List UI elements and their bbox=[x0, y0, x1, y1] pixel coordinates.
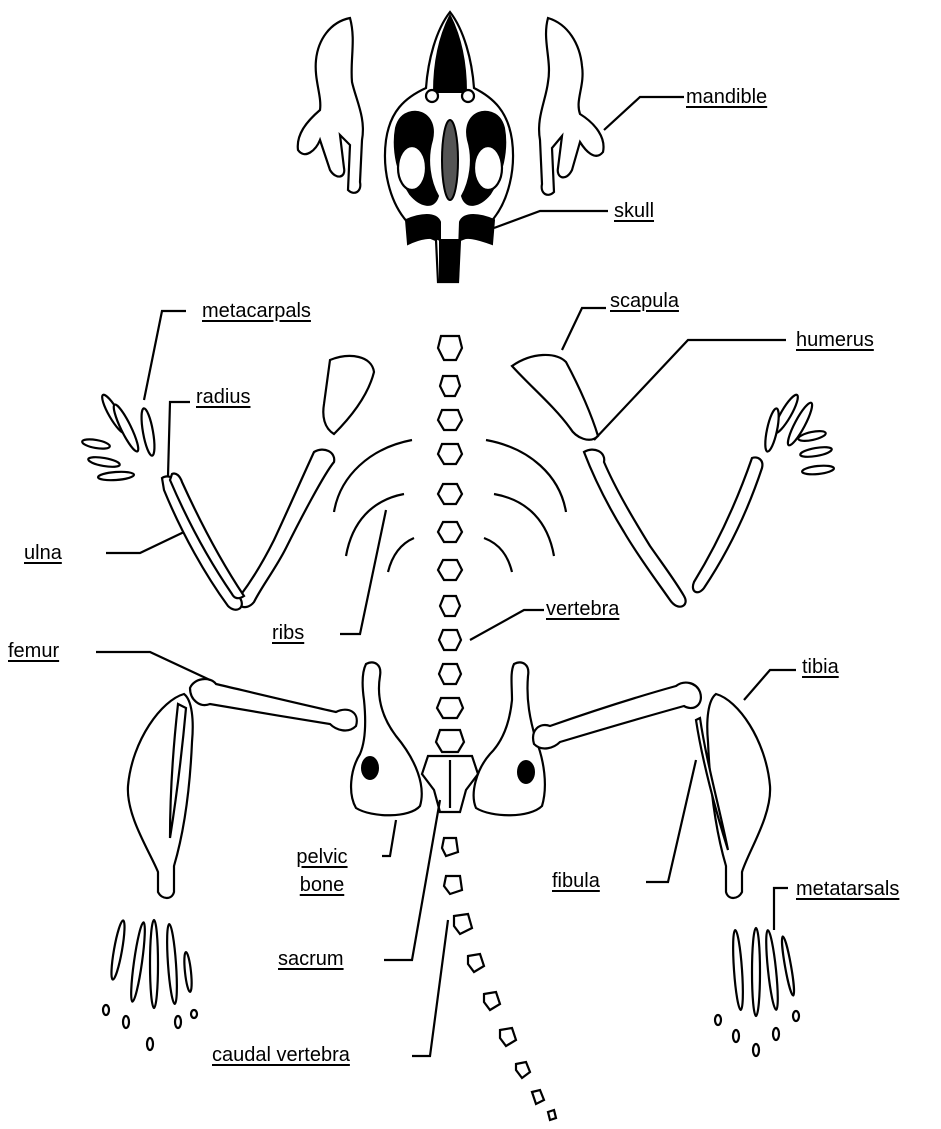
metatarsals-right bbox=[715, 928, 799, 1056]
metatarsals-left bbox=[103, 920, 197, 1050]
sacrum bbox=[422, 756, 478, 812]
label-pelvic-bone-line2: bone bbox=[282, 874, 362, 896]
label-ribs: ribs bbox=[272, 622, 304, 644]
label-mandible: mandible bbox=[686, 86, 767, 108]
ulna-right bbox=[693, 457, 762, 592]
label-fibula: fibula bbox=[552, 870, 600, 892]
tibia-fibula-left bbox=[128, 694, 193, 898]
label-scapula: scapula bbox=[610, 290, 679, 312]
radius-left bbox=[170, 473, 244, 598]
label-pelvic-bone: pelvic bone bbox=[282, 846, 362, 896]
humerus-right bbox=[584, 450, 686, 607]
right-forelimb bbox=[512, 355, 834, 607]
femur-right bbox=[533, 683, 701, 749]
label-tibia: tibia bbox=[802, 656, 839, 678]
label-caudal-vertebra: caudal vertebra bbox=[212, 1044, 350, 1066]
mandible-right bbox=[539, 18, 603, 195]
label-radius: radius bbox=[196, 386, 250, 408]
label-femur: femur bbox=[8, 640, 59, 662]
scapula-right bbox=[512, 355, 598, 440]
label-skull: skull bbox=[614, 200, 654, 222]
humerus-left bbox=[238, 450, 334, 608]
label-ulna: ulna bbox=[24, 542, 62, 564]
tibia-fibula-right bbox=[696, 694, 770, 898]
label-metacarpals: metacarpals bbox=[202, 300, 311, 322]
scapula-left bbox=[323, 356, 374, 434]
label-vertebra: vertebra bbox=[546, 598, 619, 620]
mandible-left bbox=[298, 18, 363, 193]
pelvic-bone-left bbox=[351, 663, 422, 816]
skull bbox=[385, 12, 513, 282]
caudal-vertebrae bbox=[442, 838, 556, 1120]
label-pelvic-bone-line1: pelvic bbox=[282, 846, 362, 868]
label-humerus: humerus bbox=[796, 329, 874, 351]
femur-left bbox=[190, 679, 357, 730]
label-metatarsals: metatarsals bbox=[796, 878, 899, 900]
vertebral-column bbox=[436, 336, 464, 752]
label-sacrum: sacrum bbox=[278, 948, 344, 970]
